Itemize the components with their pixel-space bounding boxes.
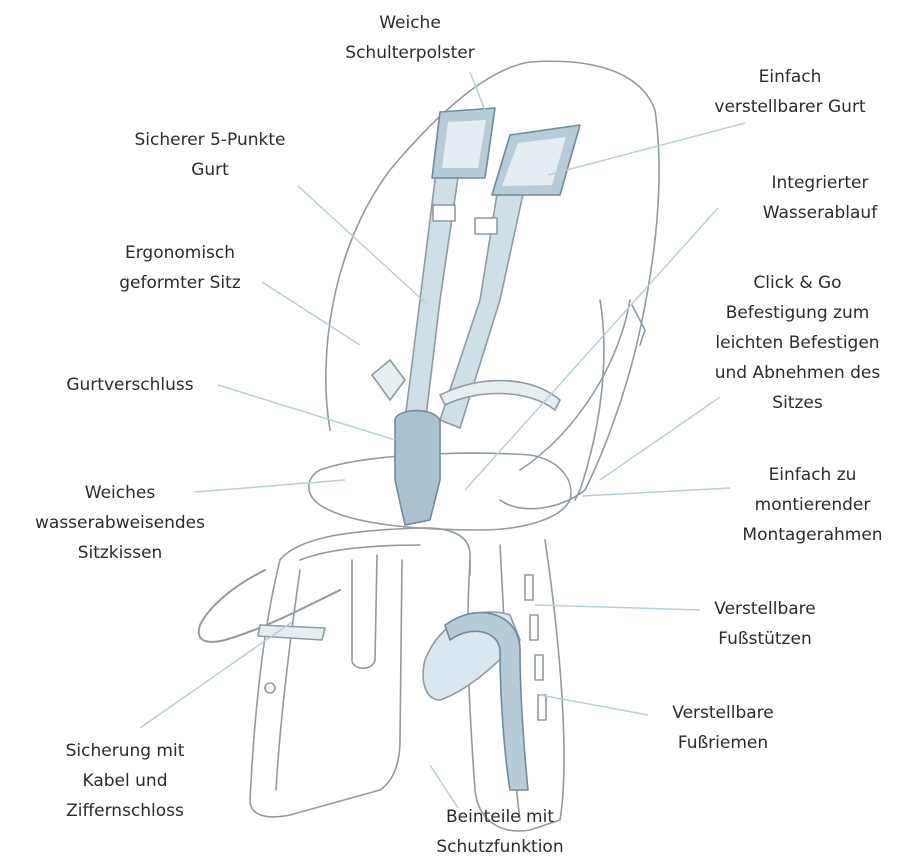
buckle bbox=[395, 411, 440, 525]
label-mount-frame: Einfach zu montierender Montagerahmen bbox=[710, 460, 915, 550]
label-ergonomic-seat: Ergonomisch geformter Sitz bbox=[85, 238, 275, 298]
label-water-drain: Integrierter Wasserablauf bbox=[725, 168, 915, 228]
label-foot-straps: Verstellbare Fußriemen bbox=[638, 698, 808, 758]
left-cutout bbox=[352, 555, 377, 668]
label-footrests: Verstellbare Fußstützen bbox=[680, 594, 850, 654]
label-harness: Sicherer 5-Punkte Gurt bbox=[100, 125, 320, 185]
front-frame-inner bbox=[300, 545, 420, 560]
label-shoulder-pads: Weiche Schulterpolster bbox=[320, 8, 500, 68]
label-buckle: Gurtverschluss bbox=[40, 370, 220, 400]
label-cable-lock: Sicherung mit Kabel und Ziffernschloss bbox=[30, 736, 220, 826]
front-frame bbox=[280, 528, 470, 575]
label-leg-parts: Beinteile mit Schutzfunktion bbox=[405, 802, 595, 862]
left-leg bbox=[250, 560, 402, 817]
leg-slots bbox=[525, 575, 546, 720]
label-adjustable-belt: Einfach verstellbarer Gurt bbox=[680, 62, 900, 122]
left-leg-inner bbox=[276, 570, 300, 790]
label-cushion: Weiches wasserabweisendes Sitzkissen bbox=[0, 478, 240, 568]
label-click-go: Click & Go Befestigung zum leichten Befe… bbox=[685, 268, 910, 418]
